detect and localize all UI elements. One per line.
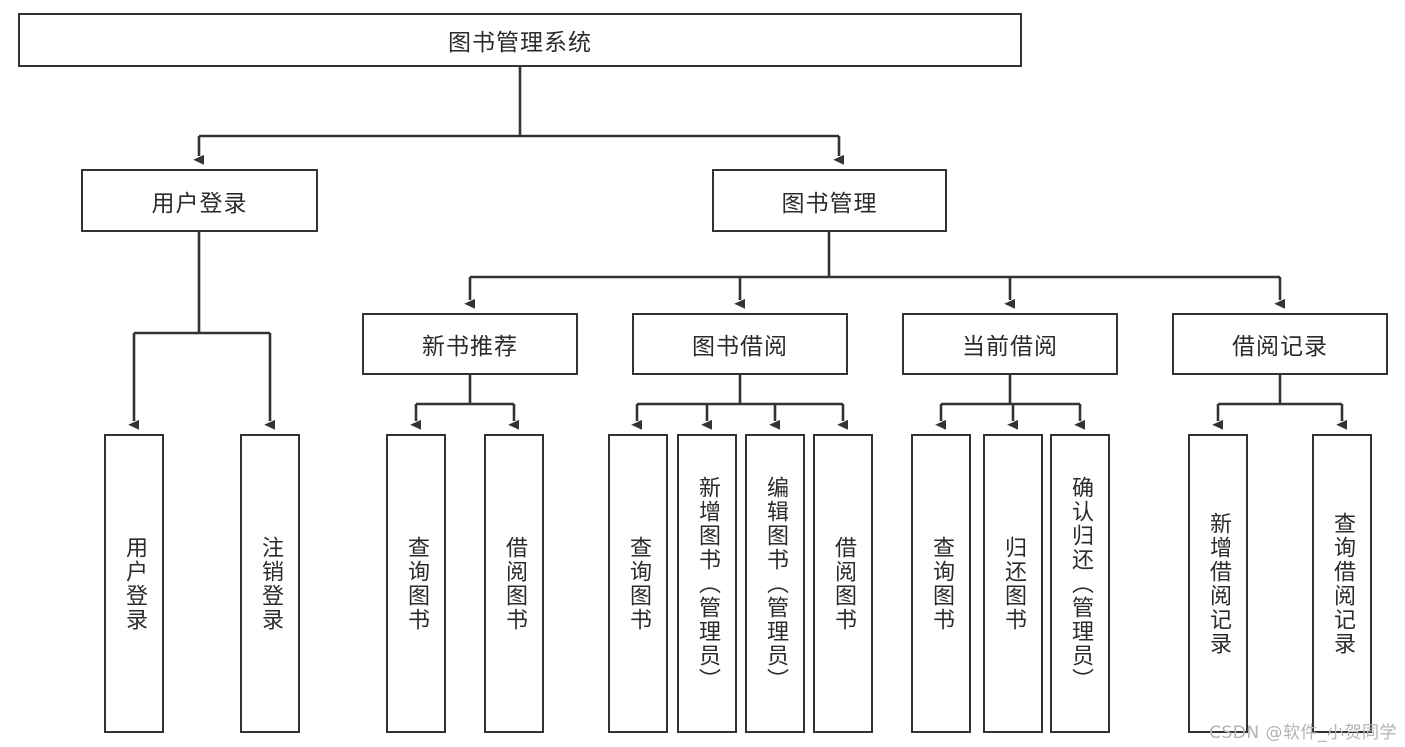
leaf-return-book-label: 归还图书 — [1000, 535, 1026, 632]
leaf-user-logout-label: 注销登录 — [257, 535, 283, 632]
leaf-borrow-book-label: 借阅图书 — [830, 535, 856, 632]
leaf-query-book-recommend[interactable]: 查询图书 — [386, 434, 446, 733]
node-user-login-label: 用户登录 — [151, 190, 248, 217]
leaf-query-book-current[interactable]: 查询图书 — [911, 434, 971, 733]
node-book-management-label: 图书管理 — [781, 190, 878, 217]
leaf-add-book-admin[interactable]: 新增图书（管理员） — [677, 434, 737, 733]
leaf-edit-book-admin[interactable]: 编辑图书（管理员） — [745, 434, 805, 733]
node-current-borrow-label: 当前借阅 — [962, 334, 1058, 360]
node-book-borrow[interactable]: 图书借阅 — [632, 313, 848, 375]
leaf-borrow-book[interactable]: 借阅图书 — [813, 434, 873, 733]
csdn-watermark: CSDN @软件_小贺同学 — [1209, 723, 1397, 743]
leaf-query-borrow-record-label: 查询借阅记录 — [1329, 511, 1355, 656]
node-root[interactable]: 图书管理系统 — [18, 13, 1022, 67]
leaf-query-book-recommend-label: 查询图书 — [403, 535, 429, 632]
node-new-book-recommend[interactable]: 新书推荐 — [362, 313, 578, 375]
leaf-query-borrow-record[interactable]: 查询借阅记录 — [1312, 434, 1372, 733]
leaf-user-login[interactable]: 用户登录 — [104, 434, 164, 733]
node-new-book-recommend-label: 新书推荐 — [422, 334, 518, 360]
node-user-login[interactable]: 用户登录 — [81, 169, 318, 232]
leaf-borrow-book-recommend[interactable]: 借阅图书 — [484, 434, 544, 733]
leaf-confirm-return-admin-label: 确认归还（管理员） — [1067, 475, 1093, 692]
node-borrow-record-label: 借阅记录 — [1232, 334, 1328, 360]
node-root-label: 图书管理系统 — [448, 30, 592, 56]
node-borrow-record[interactable]: 借阅记录 — [1172, 313, 1388, 375]
leaf-borrow-book-recommend-label: 借阅图书 — [501, 535, 527, 632]
leaf-user-login-label: 用户登录 — [121, 535, 147, 632]
leaf-query-book-current-label: 查询图书 — [928, 535, 954, 632]
leaf-add-borrow-record[interactable]: 新增借阅记录 — [1188, 434, 1248, 733]
leaf-add-book-admin-label: 新增图书（管理员） — [694, 475, 720, 692]
node-book-borrow-label: 图书借阅 — [692, 334, 788, 360]
leaf-user-logout[interactable]: 注销登录 — [240, 434, 300, 733]
node-current-borrow[interactable]: 当前借阅 — [902, 313, 1118, 375]
node-book-management[interactable]: 图书管理 — [712, 169, 947, 232]
leaf-add-borrow-record-label: 新增借阅记录 — [1205, 511, 1231, 656]
leaf-return-book[interactable]: 归还图书 — [983, 434, 1043, 733]
leaf-confirm-return-admin[interactable]: 确认归还（管理员） — [1050, 434, 1110, 733]
leaf-query-book-borrow[interactable]: 查询图书 — [608, 434, 668, 733]
leaf-edit-book-admin-label: 编辑图书（管理员） — [762, 475, 788, 692]
leaf-query-book-borrow-label: 查询图书 — [625, 535, 651, 632]
